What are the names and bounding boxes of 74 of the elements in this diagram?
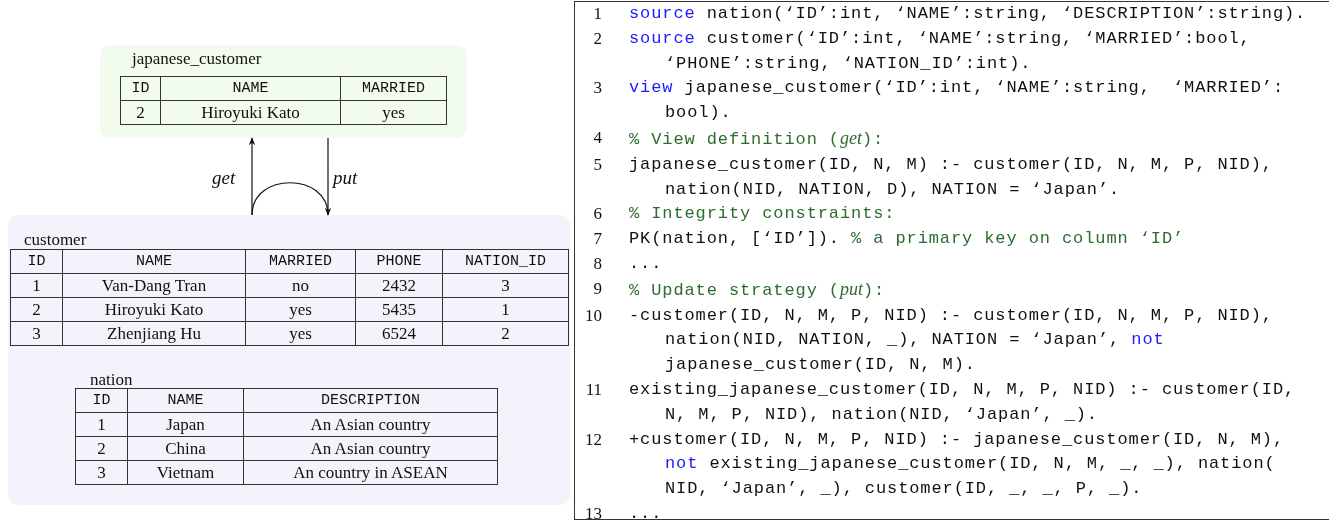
line-number: 6: [592, 203, 602, 226]
line-number: 7: [592, 228, 602, 251]
line-number: 8: [592, 252, 602, 275]
code-line: source nation(‘ID’:int, ‘NAME’:string, ‘DESCRIPTION’:string).: [629, 3, 1308, 25]
code-line: +customer(ID, N, M, P, NID) :- japanese_customer(ID, N, M), not existing_japanese_customer(ID, N, M, _, _), nation( NID, ‘Japan’, _), customer(ID, _, _, P, _).: [629, 428, 1285, 501]
code-line: japanese_customer(ID, N, M) :- customer(ID, N, M, P, NID), nation(NID, NATION, D), NATION = ‘Japan’.: [629, 153, 1274, 201]
table-cell: China: [128, 437, 244, 461]
code-line: existing_japanese_customer(ID, N, M, P, NID) :- customer(ID, N, M, P, NID), nation(NID, ‘Japan’, _).: [629, 378, 1297, 426]
table-cell: 1: [11, 274, 63, 298]
code-line: ...: [629, 252, 664, 275]
table-cell: 3: [11, 322, 63, 346]
table-cell: Japan: [128, 413, 244, 437]
table-cell: no: [246, 274, 356, 298]
edge-label: get: [212, 167, 236, 189]
table-cell: 2: [443, 322, 569, 346]
column-header: NAME: [128, 389, 244, 413]
line-number: 9: [592, 277, 602, 300]
table-cell: yes: [341, 101, 447, 125]
code-line: % View definition (get):: [629, 127, 886, 151]
column-header: PHONE: [356, 250, 443, 274]
line-number: 12: [584, 428, 602, 451]
view-panel: [100, 45, 467, 138]
table-cell: Van-Dang Tran: [63, 274, 246, 298]
column-header: NAME: [161, 77, 341, 101]
code-line: source customer(‘ID’:int, ‘NAME’:string, ‘MARRIED’:bool, ‘PHONE’:string, ‘NATION_ID’:int).: [629, 27, 1252, 75]
edge-label: put: [333, 167, 358, 189]
table-cell: 3: [443, 274, 569, 298]
code-line: -customer(ID, N, M, P, NID) :- customer(ID, N, M, P, NID), nation(NID, NATION, _), NATION = ‘Japan’, not japanese_customer(ID, N, M).: [629, 304, 1274, 377]
table-title: nation: [90, 370, 133, 390]
table-cell: 2: [11, 298, 63, 322]
table-cell: yes: [246, 322, 356, 346]
line-number: 10: [584, 304, 602, 327]
arrow: [324, 137, 332, 216]
column-header: DESCRIPTION: [244, 389, 498, 413]
column-header: ID: [76, 389, 128, 413]
column-header: ID: [11, 250, 63, 274]
code-line: % Update strategy (put):: [629, 277, 887, 302]
line-number: 1: [592, 3, 602, 25]
table-cell: 2432: [356, 274, 443, 298]
table-cell: Zhenjiang Hu: [63, 322, 246, 346]
line-number: 11: [584, 378, 602, 401]
table-cell: Hiroyuki Kato: [63, 298, 246, 322]
table-cell: 5435: [356, 298, 443, 322]
code-line: view japanese_customer(‘ID’:int, ‘NAME’:string, ‘MARRIED’: bool).: [629, 77, 1285, 125]
table-cell: Hiroyuki Kato: [161, 101, 341, 125]
column-header: MARRIED: [246, 250, 356, 274]
code-line: ...: [629, 502, 664, 521]
column-header: NATION_ID: [443, 250, 569, 274]
line-number: 13: [584, 502, 602, 521]
table-cell: An country in ASEAN: [244, 461, 498, 485]
line-number: 2: [592, 27, 602, 50]
table-cell: yes: [246, 298, 356, 322]
table-cell: 6524: [356, 322, 443, 346]
column-header: MARRIED: [341, 77, 447, 101]
table-cell: 1: [76, 413, 128, 437]
table-cell: An Asian country: [244, 437, 498, 461]
table-cell: 2: [76, 437, 128, 461]
table-cell: 2: [121, 101, 161, 125]
table-cell: 1: [443, 298, 569, 322]
group-panel: [8, 215, 570, 505]
table-cell: An Asian country: [244, 413, 498, 437]
table-title: japanese_customer: [132, 49, 262, 69]
table-cell: Vietnam: [128, 461, 244, 485]
column-header: NAME: [63, 250, 246, 274]
arrow: [248, 137, 256, 216]
code-listing: [574, 1, 1329, 520]
column-header: ID: [121, 77, 161, 101]
code-line: PK(nation, [‘ID’]). % a primary key on column ‘ID’: [629, 228, 1186, 251]
table-title: customer: [24, 230, 87, 250]
table-cell: 3: [76, 461, 128, 485]
code-line: % Integrity constraints:: [629, 203, 897, 226]
line-number: 4: [592, 127, 602, 149]
line-number: 3: [592, 77, 602, 100]
line-number: 5: [592, 153, 602, 176]
